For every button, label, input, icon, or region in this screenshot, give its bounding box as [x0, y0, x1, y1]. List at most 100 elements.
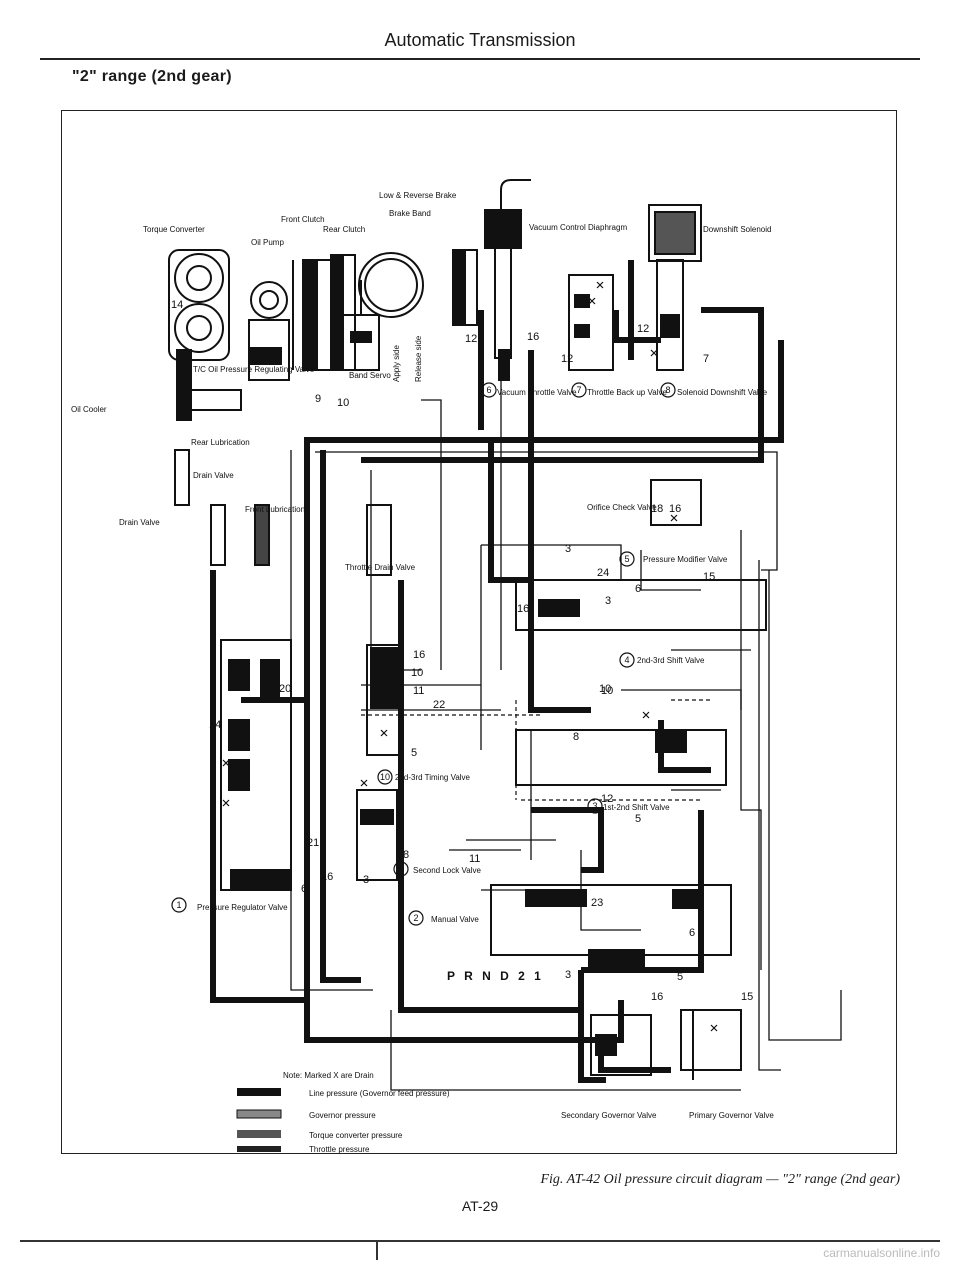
diagram-frame	[61, 110, 897, 1154]
shift-valve-bodies	[490, 479, 767, 971]
svg-text:7: 7	[703, 353, 709, 365]
drain-valve-body	[210, 504, 270, 566]
svg-text:10: 10	[337, 397, 349, 409]
vacuum-diaphragm	[484, 179, 531, 381]
svg-text:15: 15	[741, 991, 753, 1003]
svg-text:16: 16	[517, 603, 529, 615]
svg-text:6: 6	[635, 583, 641, 595]
label-drain-valve-1: Drain Valve	[193, 471, 234, 480]
label-front-clutch: Front Clutch	[281, 215, 325, 224]
svg-text:11: 11	[469, 853, 480, 865]
label-rear-lubrication: Rear Lubrication	[191, 438, 250, 447]
footer-tick	[376, 1240, 378, 1260]
svg-text:10: 10	[411, 667, 423, 679]
svg-text:14: 14	[209, 719, 221, 731]
svg-text:3: 3	[565, 969, 571, 981]
legend-swatch-line	[237, 1088, 281, 1096]
svg-text:8: 8	[573, 731, 579, 743]
svg-text:5: 5	[677, 971, 683, 983]
label-manual-valve: Manual Valve	[431, 915, 479, 924]
label-vacuum-throttle: Vacuum Throttle Valve	[497, 388, 577, 397]
legend-item-tc: Torque converter pressure	[309, 1131, 403, 1140]
label-secondary-governor: Secondary Governor Valve	[561, 1111, 657, 1120]
label-orifice-check: Orifice Check Valve	[587, 503, 657, 512]
svg-text:10: 10	[380, 772, 390, 782]
label-apply-side: Apply side	[392, 345, 401, 382]
svg-text:5: 5	[635, 813, 641, 825]
svg-text:6: 6	[486, 385, 491, 395]
marker-8	[660, 382, 676, 398]
label-torque-converter: Torque Converter	[143, 225, 205, 234]
svg-text:3: 3	[565, 543, 571, 555]
header-rule	[40, 58, 920, 60]
oil-circuit-diagram: Torque Converter Oil Pump Front Clutch R…	[71, 179, 842, 1154]
legend-swatch-tc	[237, 1130, 281, 1138]
page-number: AT-29	[461, 1198, 499, 1214]
svg-text:15: 15	[703, 571, 715, 583]
label-front-lubrication: Front Lubrication	[245, 505, 305, 514]
svg-text:11: 11	[413, 685, 424, 697]
valve-number-markers	[171, 382, 676, 926]
valve-number-text: 1 2 3 4 5 6 7 8 9 10	[176, 385, 670, 923]
front-clutch	[292, 259, 332, 371]
governor-bodies	[590, 1009, 742, 1080]
svg-text:3: 3	[592, 801, 597, 811]
torque-converter	[168, 249, 230, 361]
label-oil-cooler: Oil Cooler	[71, 405, 107, 414]
throttle-drain-body	[366, 504, 392, 576]
svg-text:1: 1	[176, 900, 181, 910]
svg-text:16: 16	[321, 871, 333, 883]
label-vacuum-control: Vacuum Control Diaphragm	[529, 223, 627, 232]
label-tc-oil-pressure: T/C Oil Pressure Regulating Valve	[193, 365, 315, 374]
marker-10	[377, 769, 393, 785]
line-pressure-circuits	[210, 260, 784, 1083]
marker-2	[408, 910, 424, 926]
label-shift-23: 2nd-3rd Shift Valve	[637, 656, 705, 665]
downshift-solenoid	[648, 204, 702, 371]
svg-text:6: 6	[689, 927, 695, 939]
svg-text:8: 8	[403, 849, 409, 861]
drain-x-marks	[222, 281, 718, 1032]
label-pressure-regulator: Pressure Regulator Valve	[197, 903, 288, 912]
svg-text:8: 8	[665, 385, 670, 395]
svg-text:7: 7	[576, 385, 581, 395]
legend-item-line: Line pressure (Governor feed pressure)	[309, 1089, 450, 1098]
second-lock-body	[356, 789, 398, 881]
svg-text:16: 16	[669, 503, 681, 515]
svg-text:12: 12	[601, 793, 613, 805]
legend-item-throttle: Throttle pressure	[309, 1145, 370, 1154]
legend-note: Note: Marked X are Drain	[283, 1071, 374, 1080]
band-brake	[342, 252, 424, 371]
svg-text:12: 12	[465, 333, 477, 345]
svg-text:22: 22	[433, 699, 445, 711]
label-prnd: P R N D 2 1	[447, 969, 544, 983]
label-release-side: Release side	[414, 335, 423, 382]
svg-text:10: 10	[601, 685, 613, 697]
label-rear-clutch: Rear Clutch	[323, 225, 365, 234]
marker-4	[619, 652, 635, 668]
tc-regulator-valve	[174, 349, 242, 506]
label-primary-governor: Primary Governor Valve	[689, 1111, 774, 1120]
legend: Note: Marked X are Drain Line pressure (…	[236, 1071, 450, 1154]
label-throttle-back-up: Throttle Back up Valve	[587, 388, 667, 397]
marker-1	[171, 897, 187, 913]
svg-text:18: 18	[651, 503, 663, 515]
label-low-reverse-brake: Low & Reverse Brake	[379, 191, 457, 200]
label-pressure-modifier: Pressure Modifier Valve	[643, 555, 728, 564]
marker-3	[587, 798, 603, 814]
label-oil-pump: Oil Pump	[251, 238, 284, 247]
label-downshift-solenoid: Downshift Solenoid	[703, 225, 771, 234]
svg-text:21: 21	[307, 837, 319, 849]
svg-text:16: 16	[527, 331, 539, 343]
label-band-servo: Band Servo	[349, 371, 391, 380]
figure-caption: Fig. AT-42 Oil pressure circuit diagram …	[540, 1172, 900, 1187]
svg-text:5: 5	[624, 554, 629, 564]
svg-text:5: 5	[411, 747, 417, 759]
marker-7	[571, 382, 587, 398]
section-subtitle: "2" range (2nd gear)	[72, 68, 232, 85]
line-number-callouts: 14 12 12 16 12 7 18 16 3 24 15 6 3 16 16…	[171, 299, 753, 1003]
svg-text:2: 2	[413, 913, 418, 923]
page-header: Automatic Transmission	[384, 30, 576, 50]
rear-clutch	[330, 254, 356, 371]
svg-text:6: 6	[231, 661, 237, 673]
